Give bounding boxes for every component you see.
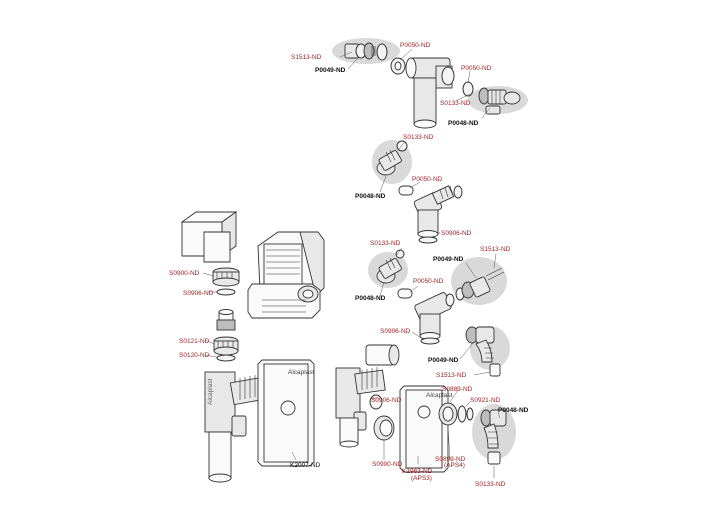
nut-part: [213, 336, 239, 356]
label-s0133: S0133-ND: [403, 134, 434, 141]
label-s0921: S0921-ND: [470, 397, 501, 404]
elbow-part: [478, 87, 521, 115]
label-s0906: S0906-ND: [380, 328, 411, 335]
tee-body-part: [405, 57, 455, 129]
label-k1963-sub: (APS3): [411, 475, 432, 482]
label-p0048: P0048-ND: [355, 295, 386, 302]
brand-mark: Alcaplast: [207, 378, 214, 405]
label-k2007: K2007-ND: [290, 462, 321, 469]
brand-mark: Alcaplast: [288, 369, 315, 376]
elbow-part: [480, 409, 507, 465]
label-s0906: S0906-ND: [371, 397, 402, 404]
elbow-part: [465, 326, 501, 377]
label-s0906: S0906-ND: [183, 290, 214, 297]
cap-part: [365, 344, 400, 366]
nut-part: [455, 267, 505, 301]
washer-part: [397, 288, 413, 299]
nut-part: [438, 402, 474, 426]
label-s0900: S0900-ND: [372, 461, 403, 468]
washer-part: [418, 236, 438, 244]
washer-part: [216, 354, 236, 362]
nut-part: [212, 267, 240, 287]
group-center-assembly: Alcaplast S0906-ND S0900-ND K1963-ND (AP…: [335, 344, 453, 482]
label-p0050: P0050-ND: [412, 176, 443, 183]
cover-cap-part: [180, 211, 238, 263]
label-s1513: S1513-ND: [436, 372, 467, 379]
nut-part: [373, 415, 395, 441]
siphon-housing-part: [247, 231, 325, 319]
nut-part: [344, 42, 388, 61]
label-s0120: S0120-ND: [179, 352, 210, 359]
tee-body-part: [414, 292, 455, 340]
label-p0050: P0050-ND: [413, 278, 444, 285]
label-s0899: S0899-ND: [435, 456, 466, 463]
cover-plate-part: Alcaplast: [257, 359, 315, 467]
washer-part: [420, 337, 440, 345]
label-s0133: S0133-ND: [475, 481, 506, 488]
label-s0900: S0900-ND: [169, 270, 200, 277]
label-p0049: P0049-ND: [315, 67, 346, 74]
label-p0049: P0049-ND: [433, 256, 464, 263]
label-s0133: S0133-ND: [370, 240, 401, 247]
label-s0889: S0889-ND: [442, 386, 473, 393]
group-lower-assembly: S0133-ND S1513-ND P0049-ND P0048-ND P005…: [355, 240, 511, 345]
label-p0048: P0048-ND: [355, 193, 386, 200]
label-s0133: S0133-ND: [440, 100, 471, 107]
label-p0050: P0050-ND: [461, 65, 492, 72]
label-s0899-sub: (APS4): [444, 462, 465, 469]
group-top-assembly: S1513-ND P0049-ND P0050-ND P0050-ND S013…: [291, 38, 528, 129]
cover-plate-part: Alcaplast: [399, 385, 453, 473]
group-middle-assembly: S0133-ND P0048-ND P0050-ND S0906-ND: [355, 134, 472, 244]
label-p0050: P0050-ND: [400, 42, 431, 49]
elbow-part: [376, 249, 405, 284]
group-right-assembly: P0049-ND S1513-ND S0889-ND S0921-ND P004…: [428, 326, 529, 488]
label-s1513: S1513-ND: [480, 246, 511, 253]
label-p0048: P0048-ND: [448, 120, 479, 127]
valve-body-part: [335, 367, 386, 448]
label-s1513: S1513-ND: [291, 54, 322, 61]
label-p0049: P0049-ND: [428, 357, 459, 364]
label-s0906: S0906-ND: [441, 230, 472, 237]
label-p0048: P0048-ND: [498, 407, 529, 414]
elbow-part: [376, 140, 408, 176]
washer-part: [398, 185, 414, 196]
connector-part: [216, 309, 236, 331]
washer-part: [462, 81, 474, 97]
label-k1963: K1963-ND: [402, 468, 433, 475]
washer-part: [216, 288, 236, 296]
brand-mark: Alcaplast: [426, 392, 453, 399]
tee-body-part: [413, 185, 463, 238]
group-left-assembly: Alcaplast Alcaplast S0900-ND S0906-ND S0…: [169, 211, 321, 483]
label-s0121: S0121-ND: [179, 338, 210, 345]
